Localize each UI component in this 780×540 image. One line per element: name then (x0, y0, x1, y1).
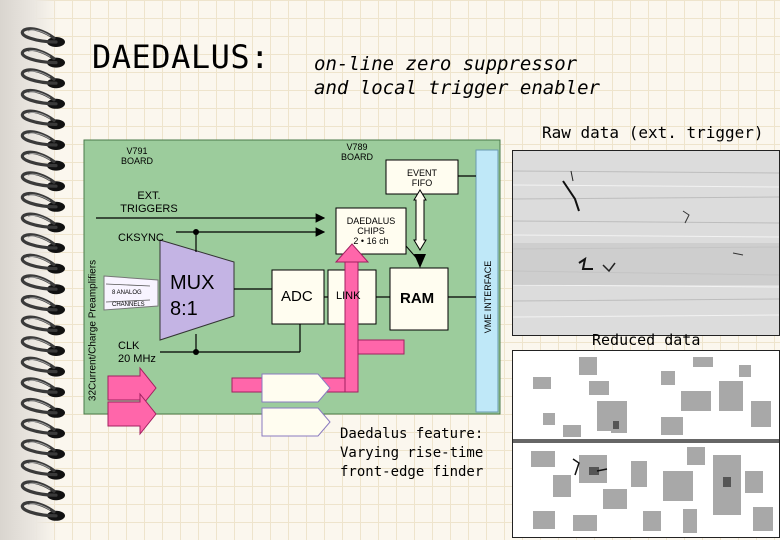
feature-description: Daedalus feature: Varying rise-time fron… (340, 425, 510, 482)
analog-line2: CHANNELS (112, 299, 145, 311)
ext-triggers-label: EXT. TRIGGERS (114, 190, 184, 216)
preamplifiers-label: 32Current/Charge Preamplifiers (88, 236, 99, 426)
magenta-path-vertical (345, 262, 358, 392)
ghost-block-2 (262, 408, 330, 436)
v791-label-line1: V791 (112, 146, 162, 156)
feature-line3: front-edge finder (340, 463, 510, 482)
reduced-data-panel (512, 350, 780, 538)
analog-channels-label: 8 ANALOG CHANNELS (112, 287, 145, 311)
mux-line2: 8:1 (170, 296, 214, 322)
v789-board-label: V789 BOARD (332, 142, 382, 162)
v791-board-label: V791 BOARD (112, 146, 162, 166)
ram-label: RAM (400, 290, 434, 307)
raw-data-panel (512, 150, 780, 336)
chips-line1: DAEDALUS (336, 216, 406, 226)
mux-label: MUX 8:1 (170, 270, 214, 322)
magenta-path-horizontal (358, 340, 404, 354)
link-label: LINK (336, 290, 360, 302)
event-fifo-line1: EVENT (394, 168, 450, 178)
raw-data-image (513, 151, 779, 335)
ext-triggers-line2: TRIGGERS (114, 203, 184, 216)
v789-label-line1: V789 (332, 142, 382, 152)
fifo-chips-arrow (414, 190, 426, 250)
reduced-data-image (513, 351, 779, 537)
event-fifo-label: EVENT FIFO (394, 168, 450, 188)
clk-line1: CLK (118, 340, 156, 353)
ext-triggers-line1: EXT. (114, 190, 184, 203)
v789-label-line2: BOARD (332, 152, 382, 162)
clk-line2: 20 MHz (118, 353, 156, 366)
feature-line2: Varying rise-time (340, 444, 510, 463)
mux-line1: MUX (170, 270, 214, 296)
analog-line1: 8 ANALOG (112, 287, 145, 299)
reduced-data-title: Reduced data (592, 331, 700, 349)
event-fifo-line2: FIFO (394, 178, 450, 188)
cksync-label: CKSYNC (118, 232, 164, 245)
clk-node (193, 349, 199, 355)
raw-data-title: Raw data (ext. trigger) (542, 123, 764, 142)
chips-line3: 2 • 16 ch (336, 236, 406, 246)
vme-interface-label: VME INTERFACE (483, 242, 493, 352)
adc-label: ADC (281, 288, 313, 305)
daedalus-chips-label: DAEDALUS CHIPS 2 • 16 ch (336, 216, 406, 246)
ghost-block-1 (262, 374, 330, 402)
cksync-node (193, 229, 199, 235)
clk-label: CLK 20 MHz (118, 340, 156, 366)
feature-line1: Daedalus feature: (340, 425, 510, 444)
v791-label-line2: BOARD (112, 156, 162, 166)
chips-line2: CHIPS (336, 226, 406, 236)
